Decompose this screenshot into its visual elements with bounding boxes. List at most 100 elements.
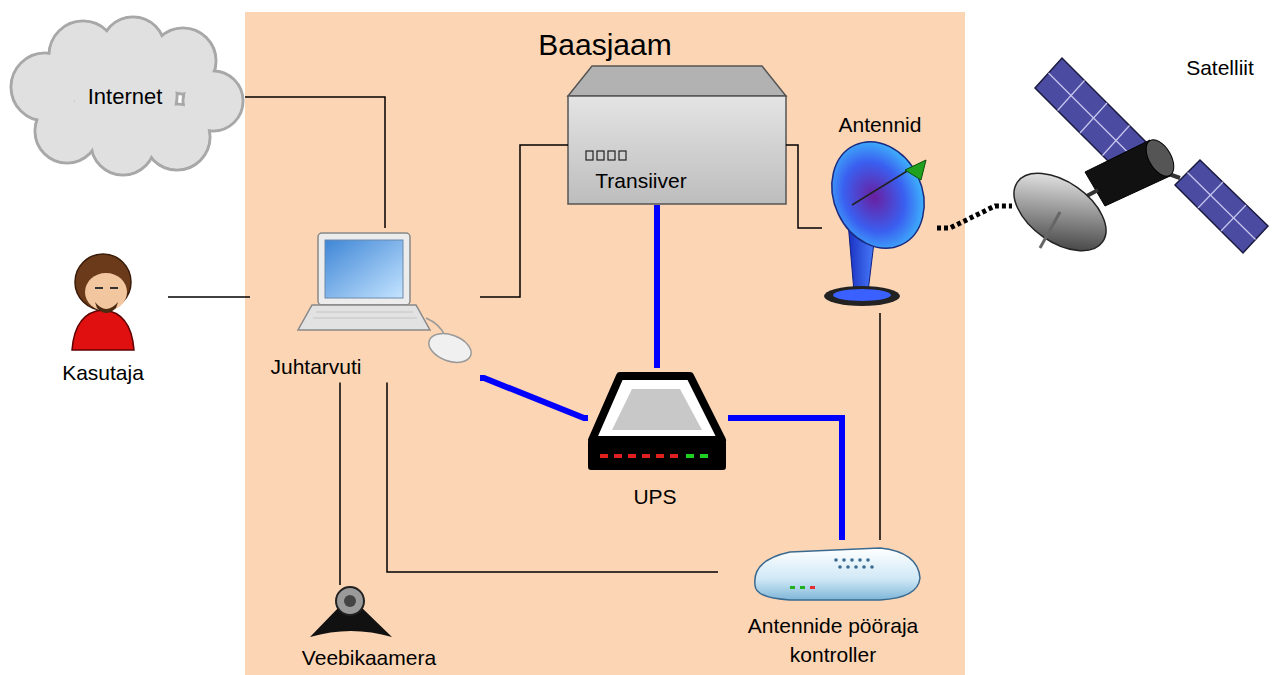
satellite-figure: [1140, 135, 1179, 181]
laptop-figure: [298, 305, 430, 330]
connector: [786, 145, 822, 228]
webcam-figure: [310, 587, 392, 637]
station-region: BaasjaamTransiiver AntennidJuhtarvutiUPS A…: [245, 12, 965, 675]
transceiver-box: [597, 151, 604, 160]
ups-figure: [592, 376, 722, 440]
user-node: Kasutaja: [40, 245, 168, 389]
node-label: Transiiver: [595, 168, 686, 193]
laptop-figure: [425, 328, 475, 367]
rotator-controller-figure: [790, 586, 795, 589]
satellite-figure: [1080, 103, 1107, 133]
connector: [654, 205, 660, 368]
satellite-figure: [1103, 126, 1130, 156]
ups-figure: [588, 376, 726, 470]
connector: [937, 206, 1012, 228]
rotator-controller-figure: [834, 558, 838, 562]
satellite-figure: [1138, 163, 1180, 178]
laptop-figure: [318, 233, 410, 305]
antenna-dish: [815, 127, 941, 306]
satellite-figure: [1000, 58, 1268, 266]
node-label: Satelliit: [1186, 55, 1254, 80]
node-label: Veebikaamera: [302, 645, 436, 670]
ups-figure: [686, 454, 694, 458]
laptop-figure: [313, 318, 417, 319]
connector: [879, 313, 881, 540]
webcam-figure: [344, 595, 356, 607]
laptop-figure: [316, 312, 413, 313]
connector: [480, 145, 568, 297]
webcam-node: Veebikaamera: [298, 585, 442, 674]
antenna-dish: [848, 222, 876, 292]
satellite-figure: [1221, 205, 1246, 231]
transceiver-box: [568, 66, 786, 204]
rotator-controller-figure: [755, 548, 920, 600]
webcam-figure: [336, 587, 364, 615]
ups-figure: [628, 454, 636, 458]
rotator-controller-figure: [870, 565, 874, 569]
antenna-dish: [815, 127, 941, 264]
antenna-dish: [852, 168, 912, 205]
node-label: Juhtarvuti: [270, 354, 361, 379]
ups-figure: [670, 454, 678, 458]
user-figure: [95, 287, 103, 289]
ups-figure: [600, 454, 608, 458]
antenna-dish: [824, 286, 900, 306]
rotator-controller-figure: [866, 558, 870, 562]
rotator-controller-figure: [846, 565, 850, 569]
rotator-controller-figure: [854, 565, 858, 569]
transceiver-box: [619, 151, 626, 160]
connector: [339, 383, 341, 585]
satellite-figure: [1198, 182, 1223, 208]
satellite-figure: [1070, 190, 1098, 205]
transceiver-box: [568, 66, 786, 96]
connector: [168, 296, 250, 298]
user-figure: [85, 273, 127, 311]
cloud-shape: [75, 45, 176, 146]
device-box: Transiiver: [568, 62, 786, 205]
satellite-figure: [1188, 173, 1256, 240]
node-label: Antennid: [839, 112, 922, 137]
ups-figure: [656, 454, 664, 458]
controller-node: Antennide pööraja kontroller: [718, 540, 948, 672]
user-figure: [110, 287, 118, 289]
satellite-figure: [1035, 58, 1152, 178]
rotator-controller-figure: [862, 565, 866, 569]
user-figure: [75, 254, 131, 310]
satellite-figure: [1040, 212, 1060, 248]
node-label: Internet: [88, 84, 163, 110]
node-label: Kasutaja: [62, 360, 144, 385]
ups-node: UPS: [588, 368, 728, 513]
laptop-figure: [325, 240, 403, 298]
satellite-figure: [1175, 160, 1268, 253]
rotator-controller-figure: [842, 558, 846, 562]
rotator-controller-figure: [755, 548, 920, 600]
transceiver-box: [586, 151, 593, 160]
ups-figure: [588, 440, 726, 470]
ups-figure: [612, 389, 702, 430]
laptop-figure: [426, 318, 445, 336]
satellite-figure: [1049, 73, 1139, 163]
rotator-controller-figure: [800, 586, 805, 589]
rotator-controller-figure: [810, 586, 815, 589]
antenna-node: Antennid: [822, 108, 937, 313]
satellite-node: Satelliit: [1012, 45, 1270, 280]
laptop-figure: [298, 233, 475, 368]
connector: [387, 383, 718, 572]
satellite-figure: [1000, 158, 1120, 267]
node-label: UPS: [633, 484, 676, 509]
connector: [245, 97, 385, 228]
transceiver-box: [608, 151, 615, 160]
node-label: Antennide pööraja kontroller: [733, 611, 933, 670]
connector: [480, 378, 588, 418]
rotator-controller-figure: [858, 558, 862, 562]
ups-figure: [642, 454, 650, 458]
satellite-figure: [1085, 140, 1170, 206]
satellite-figure: [1058, 81, 1085, 111]
computer-node: Juhtarvuti: [250, 228, 480, 383]
antenna-dish: [905, 160, 926, 180]
rotator-controller-figure: [838, 565, 842, 569]
node-label: Baasjaam: [538, 27, 671, 63]
webcam-figure: [310, 606, 392, 637]
